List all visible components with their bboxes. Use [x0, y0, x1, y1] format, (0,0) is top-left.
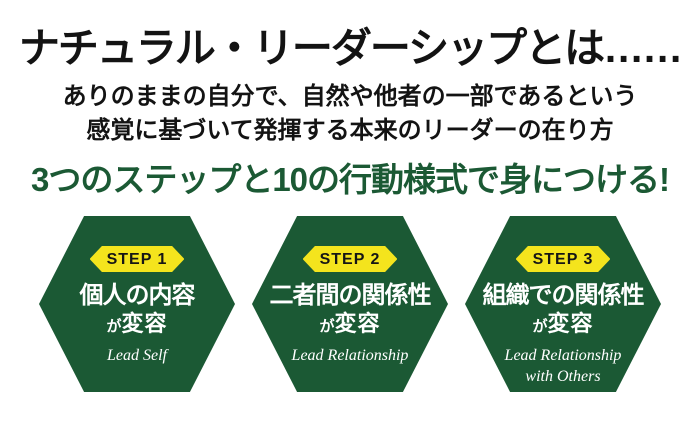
step-2-change-word: 変容	[334, 311, 381, 336]
step-3-change-word: 変容	[547, 311, 594, 336]
step-1-change-word: 変容	[121, 311, 168, 336]
subtitle-line-2: 感覚に基づいて発揮する本来のリーダーの在り方	[86, 117, 614, 144]
step-3-change-particle: が	[532, 318, 548, 335]
step-1-hexagon: STEP 1 個人の内容 が変容 Lead Self	[39, 216, 235, 392]
step-2-badge: STEP 2	[302, 246, 398, 272]
step-3-english-label: Lead Relationship with Others	[504, 347, 622, 385]
step-3-badge: STEP 3	[515, 246, 611, 272]
step-3-title: 組織での関係性	[482, 282, 645, 309]
step-1-badge: STEP 1	[89, 246, 185, 272]
page-title: ナチュラル・リーダーシップとは……	[18, 25, 683, 71]
subtitle: ありのままの自分で、自然や他者の一部であるという 感覚に基づいて発揮する本来のリ…	[0, 80, 700, 148]
step-3-change-label: が変容	[532, 311, 593, 340]
step-1-title: 個人の内容	[79, 282, 196, 309]
step-2-hexagon: STEP 2 二者間の関係性 が変容 Lead Relationship	[252, 216, 448, 392]
subtitle-line-1: ありのままの自分で、自然や他者の一部であるという	[62, 83, 638, 110]
steps-row: STEP 1 個人の内容 が変容 Lead Self STEP 2 二者間の関係…	[0, 216, 700, 392]
step-2-title: 二者間の関係性	[269, 282, 432, 309]
steps-headline: 3つのステップと10の行動様式で身につける!	[30, 161, 670, 198]
step-1-change-particle: が	[106, 318, 122, 335]
step-3-hexagon: STEP 3 組織での関係性 が変容 Lead Relationship wit…	[465, 216, 661, 392]
step-1-english-label: Lead Self	[107, 347, 167, 364]
step-1-change-label: が変容	[106, 311, 167, 340]
step-2-english-label: Lead Relationship	[291, 347, 409, 364]
step-2-change-label: が変容	[319, 311, 380, 340]
step-2-change-particle: が	[319, 318, 335, 335]
